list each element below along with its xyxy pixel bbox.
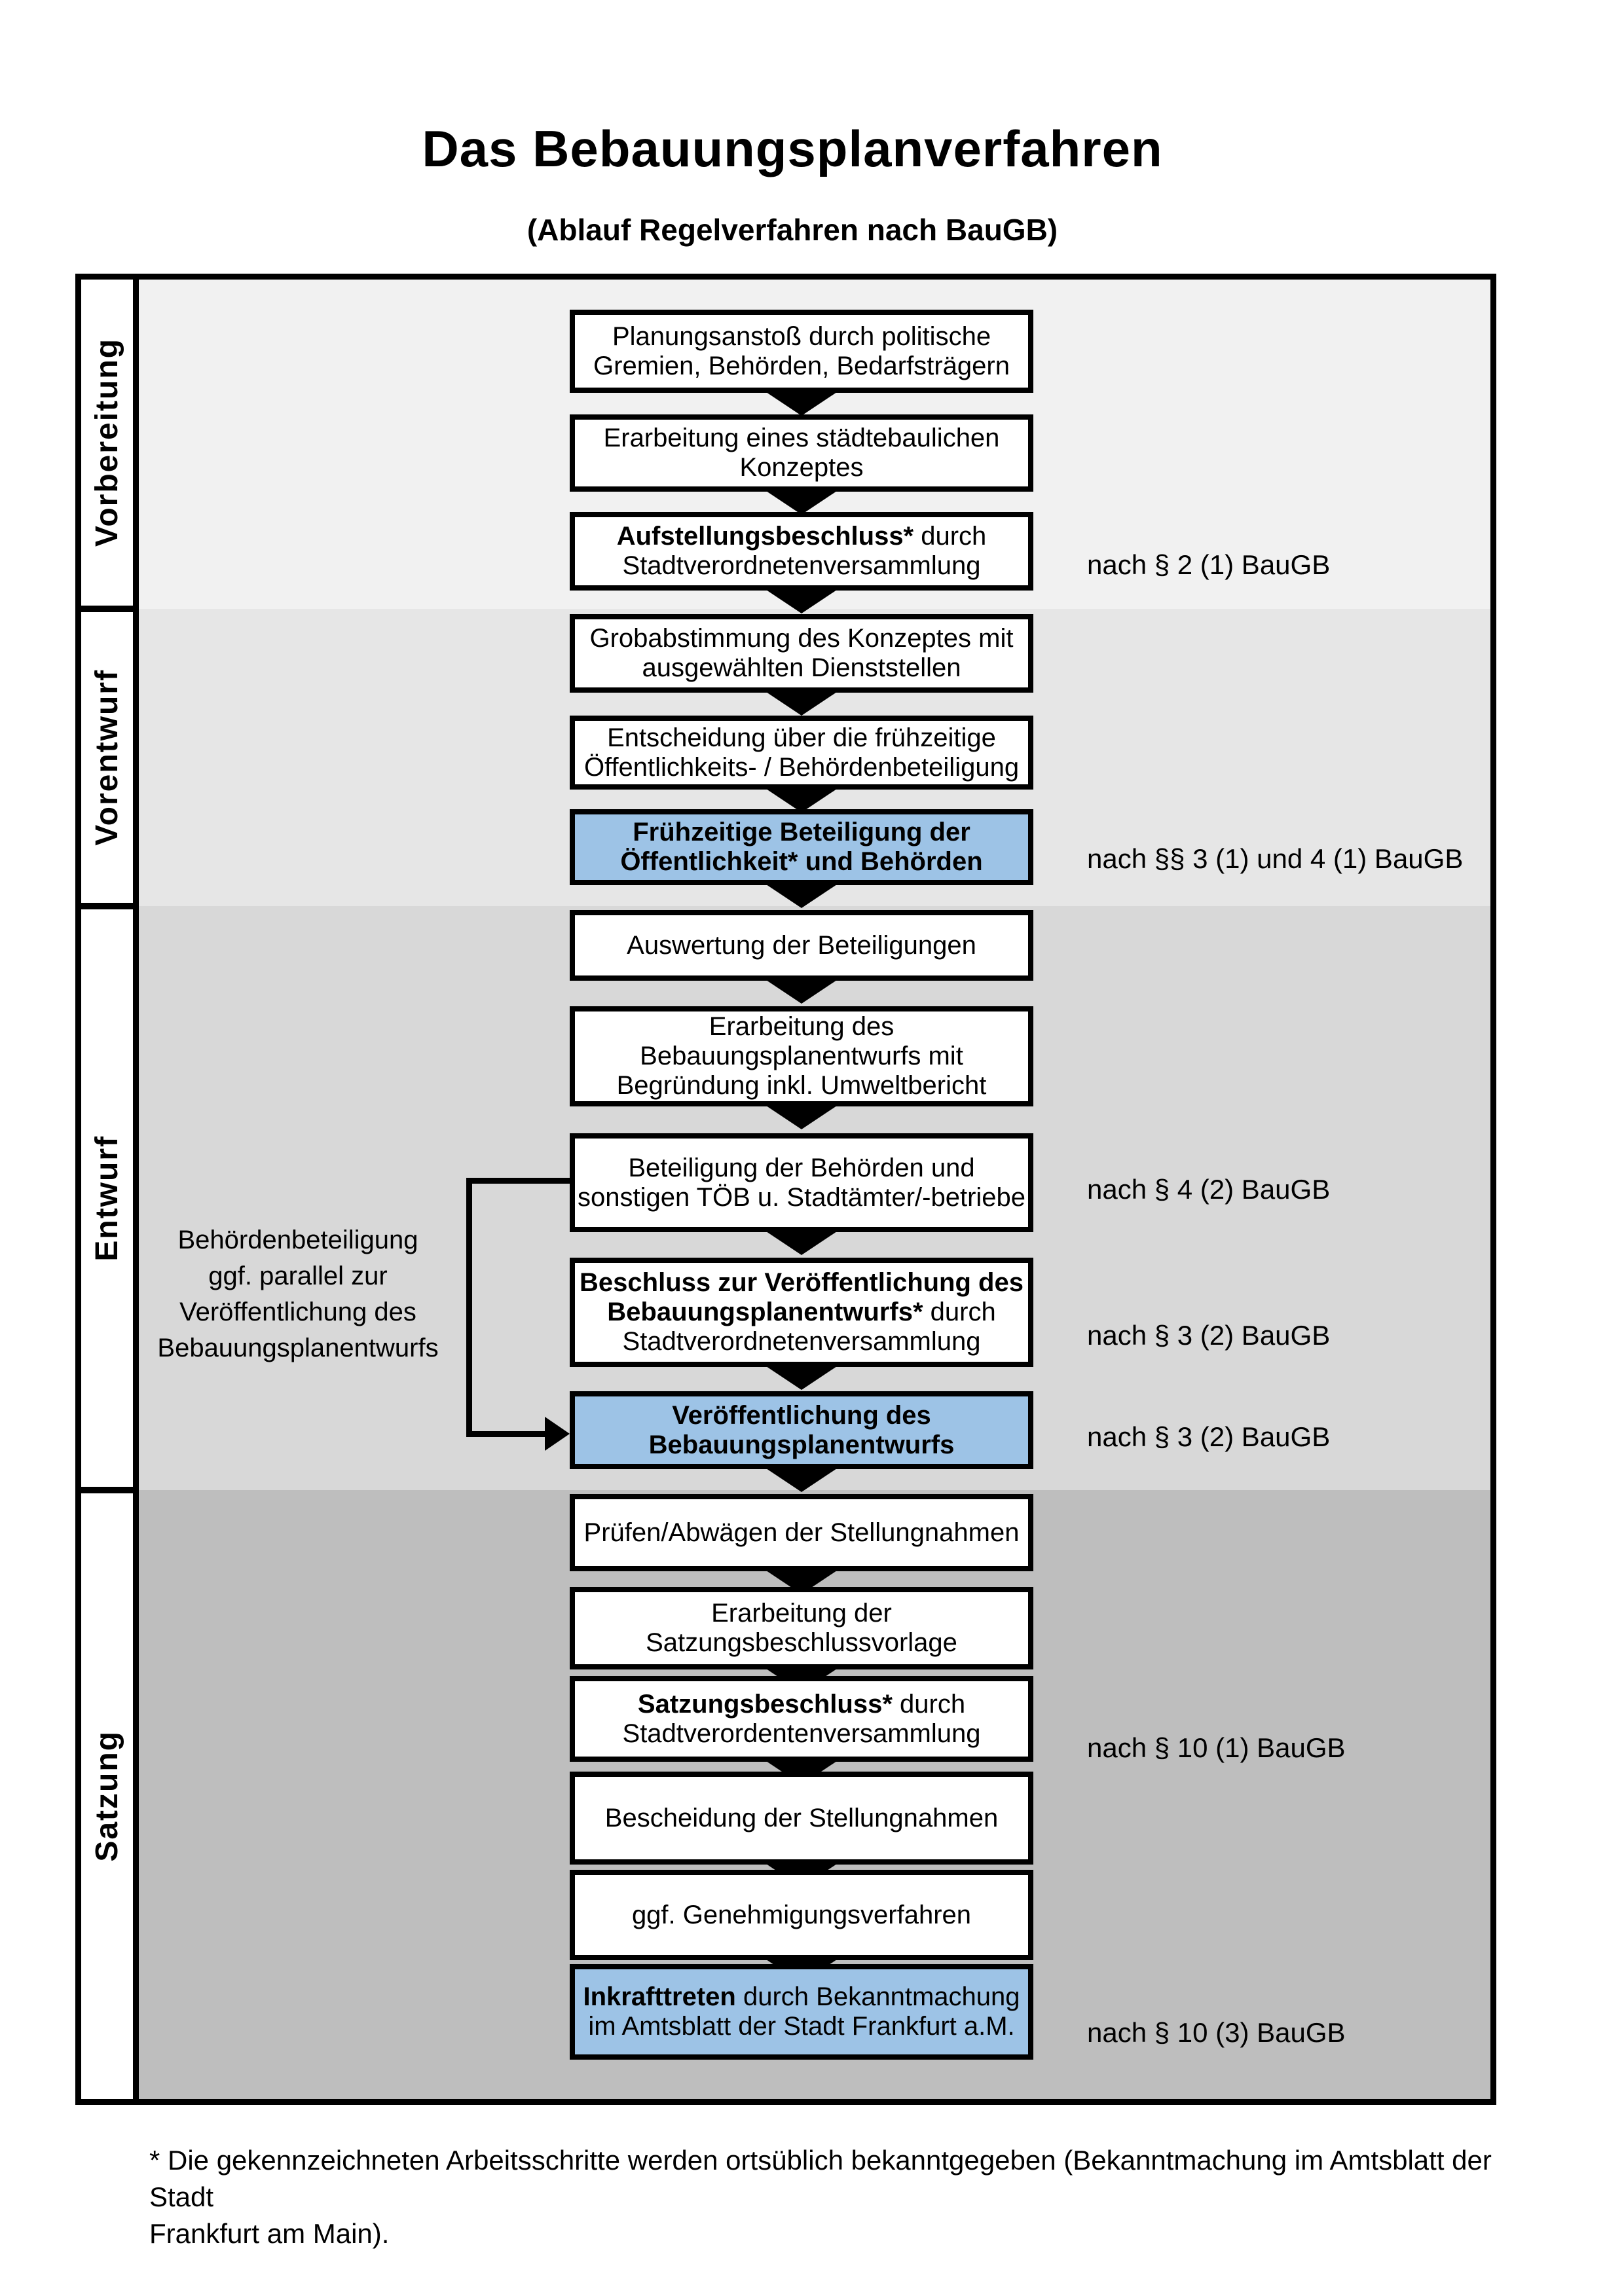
law-reference-par4-2: nach § 4 (2) BauGB [1087,1174,1331,1205]
connector-arrowhead-icon [545,1417,570,1451]
law-reference-par3-2-a: nach § 3 (2) BauGB [1087,1320,1331,1351]
law-reference-par10-3: nach § 10 (3) BauGB [1087,2017,1346,2048]
label-column-separator [133,274,139,2105]
phase-label-vorentwurf: Vorentwurf [81,612,133,903]
arrow-down-icon [764,883,839,908]
arrow-down-icon [764,788,839,812]
section-divider [75,1487,139,1493]
arrow-down-icon [764,1230,839,1255]
arrow-down-icon [764,589,839,613]
connector-line [466,1178,472,1436]
arrow-down-icon [764,490,839,515]
arrow-down-icon [764,391,839,416]
flow-step-auswertung-beteiligungen: Auswertung der Beteiligungen [570,910,1033,981]
connector-line [466,1178,570,1184]
phase-label-vorbereitung: Vorbereitung [81,280,133,606]
law-reference-par2-1: nach § 2 (1) BauGB [1087,549,1331,580]
footnote-line: Frankfurt am Main). [149,2218,390,2249]
arrow-down-icon [764,1104,839,1129]
law-reference-par3-2-b: nach § 3 (2) BauGB [1087,1421,1331,1452]
page-subtitle: (Ablauf Regelverfahren nach BauGB) [526,213,1058,247]
flow-step-pruefen-abwaegen-stellungnahmen: Prüfen/Abwägen der Stellungnahmen [570,1494,1033,1571]
flow-step-genehmigungsverfahren: ggf. Genehmigungsverfahren [570,1870,1033,1960]
flow-step-bescheidung-stellungnahmen: Bescheidung der Stellungnahmen [570,1772,1033,1865]
law-reference-par10-1: nach § 10 (1) BauGB [1087,1732,1346,1763]
footnote: * Die gekennzeichneten Arbeitsschritte w… [149,2142,1524,2252]
phase-label-entwurf: Entwurf [81,909,133,1487]
phase-label-satzung: Satzung [81,1493,133,2099]
arrow-down-icon [764,1365,839,1390]
connector-line [466,1431,549,1437]
section-divider [75,903,139,909]
footnote-line: * Die gekennzeichneten Arbeitsschritte w… [149,2145,1492,2212]
arrow-down-icon [764,979,839,1004]
diagram-frame [75,274,1496,2105]
arrow-down-icon [764,1467,839,1492]
arrow-down-icon [764,691,839,716]
section-divider [75,606,139,612]
page-title: Das Bebauungsplanverfahren [422,120,1163,177]
law-reference-par3-1-4-1: nach §§ 3 (1) und 4 (1) BauGB [1087,843,1464,874]
